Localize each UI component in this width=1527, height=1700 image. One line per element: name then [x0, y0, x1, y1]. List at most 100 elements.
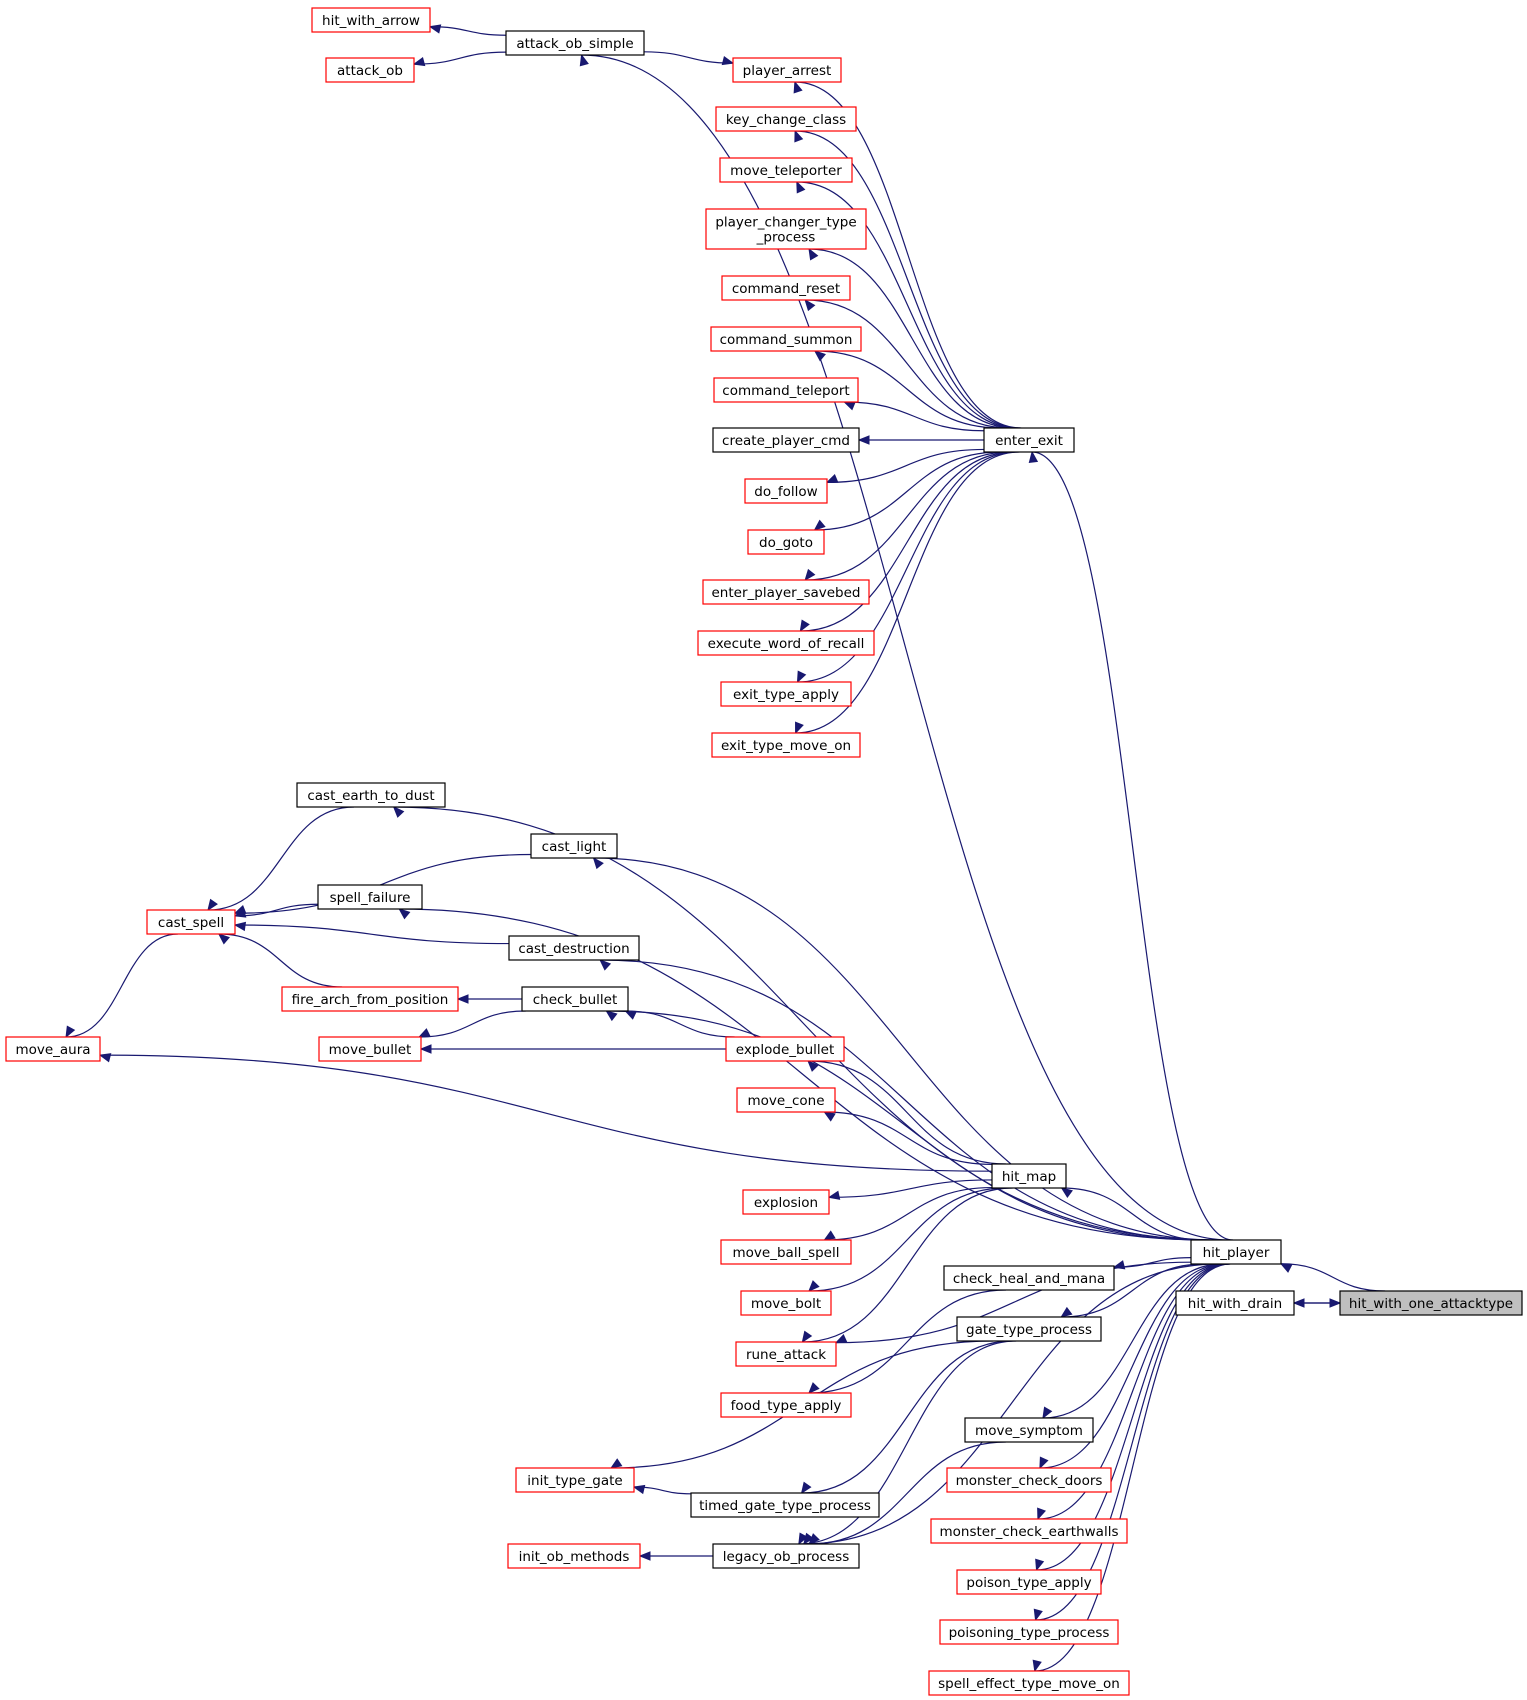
node-hit_with_one_attacktype[interactable]: hit_with_one_attacktype: [1339, 1290, 1523, 1316]
node-gate_type_process[interactable]: gate_type_process: [956, 1316, 1102, 1342]
node-player_changer_type_process[interactable]: player_changer_type_process: [705, 208, 867, 250]
node-cast_light[interactable]: cast_light: [530, 833, 618, 859]
node-move_teleporter[interactable]: move_teleporter: [719, 157, 853, 183]
node-box: [281, 986, 459, 1012]
node-label: exit_type_apply: [733, 687, 839, 703]
node-hit_with_drain[interactable]: hit_with_drain: [1175, 1290, 1295, 1316]
edge-command_summon-to-enter_exit: [813, 350, 1001, 429]
arrowhead: [793, 80, 803, 94]
edge-key_change_class-to-enter_exit: [794, 129, 1020, 429]
node-cast_destruction[interactable]: cast_destruction: [508, 935, 640, 961]
node-cast_spell[interactable]: cast_spell: [146, 909, 236, 935]
node-label-line: hit_player: [1203, 1245, 1270, 1261]
node-box: [983, 427, 1075, 453]
node-hit_with_arrow[interactable]: hit_with_arrow: [311, 7, 431, 33]
arrowhead: [1060, 1187, 1073, 1199]
node-fire_arch_from_position[interactable]: fire_arch_from_position: [281, 986, 459, 1012]
edge-rune_attack-to-hit_map: [801, 1187, 1013, 1344]
node-enter_player_savebed[interactable]: enter_player_savebed: [702, 579, 870, 605]
node-move_ball_spell[interactable]: move_ball_spell: [720, 1239, 852, 1265]
node-spell_failure[interactable]: spell_failure: [317, 884, 423, 910]
arrowhead: [800, 1481, 812, 1495]
edge-move_ball_spell-to-hit_map: [823, 1186, 993, 1241]
node-exit_type_move_on[interactable]: exit_type_move_on: [711, 732, 861, 758]
edge-line: [1036, 1263, 1229, 1571]
node-label-line: exit_type_move_on: [721, 738, 851, 754]
node-exit_type_apply[interactable]: exit_type_apply: [720, 681, 852, 707]
node-box: [530, 833, 618, 859]
node-command_reset[interactable]: command_reset: [721, 275, 851, 301]
node-label: move_symptom: [975, 1423, 1083, 1439]
node-player_arrest[interactable]: player_arrest: [732, 57, 842, 83]
node-label: execute_word_of_recall: [708, 636, 865, 652]
edge-line: [66, 933, 178, 1038]
node-attack_ob[interactable]: attack_ob: [325, 57, 415, 83]
node-box: [697, 630, 875, 656]
node-label-line: move_cone: [748, 1093, 825, 1109]
edge-exit_type_apply-to-enter_exit: [796, 451, 1018, 684]
arrowhead: [65, 1025, 76, 1039]
node-key_change_class[interactable]: key_change_class: [715, 106, 857, 132]
edge-line: [1039, 1263, 1226, 1469]
node-label: enter_player_savebed: [712, 585, 861, 601]
node-box: [956, 1569, 1102, 1595]
edge-cast_spell-to-fire_arch_from_position: [217, 933, 343, 988]
node-label: legacy_ob_process: [723, 1549, 850, 1565]
node-move_bullet[interactable]: move_bullet: [318, 1036, 422, 1062]
node-create_player_cmd[interactable]: create_player_cmd: [712, 427, 860, 453]
node-explode_bullet[interactable]: explode_bullet: [725, 1036, 845, 1062]
node-init_type_gate[interactable]: init_type_gate: [515, 1467, 635, 1493]
node-poisoning_type_process[interactable]: poisoning_type_process: [939, 1619, 1119, 1645]
arrowhead: [823, 1111, 836, 1122]
node-attack_ob_simple[interactable]: attack_ob_simple: [505, 30, 645, 56]
edge-line: [234, 903, 319, 917]
node-hit_player[interactable]: hit_player: [1190, 1239, 1282, 1265]
node-label: check_heal_and_mana: [953, 1271, 1105, 1287]
node-move_aura[interactable]: move_aura: [5, 1036, 101, 1062]
edge-player_arrest-to-attack_ob_simple: [643, 51, 735, 66]
node-monster_check_earthwalls[interactable]: monster_check_earthwalls: [930, 1518, 1128, 1544]
node-execute_word_of_recall[interactable]: execute_word_of_recall: [697, 630, 875, 656]
node-label-line: check_bullet: [533, 992, 618, 1008]
node-rune_attack[interactable]: rune_attack: [735, 1341, 837, 1367]
node-init_ob_methods[interactable]: init_ob_methods: [507, 1543, 641, 1569]
node-cast_earth_to_dust[interactable]: cast_earth_to_dust: [296, 782, 446, 808]
arrowhead: [825, 473, 839, 483]
node-do_goto[interactable]: do_goto: [747, 529, 825, 555]
node-label: command_teleport: [722, 383, 849, 399]
node-label-line: monster_check_earthwalls: [939, 1524, 1118, 1540]
node-move_bolt[interactable]: move_bolt: [740, 1290, 832, 1316]
node-label: attack_ob: [337, 63, 403, 79]
arrowhead: [412, 56, 426, 67]
node-box: [939, 1619, 1119, 1645]
node-legacy_ob_process[interactable]: legacy_ob_process: [712, 1543, 860, 1569]
edge-line: [824, 1186, 993, 1241]
arrowhead: [808, 1382, 820, 1394]
edge-cast_destruction-to-hit_player: [599, 959, 1210, 1241]
edge-poisoning_type_process-to-hit_player: [1033, 1263, 1230, 1622]
node-move_symptom[interactable]: move_symptom: [964, 1417, 1094, 1443]
node-check_heal_and_mana[interactable]: check_heal_and_mana: [943, 1265, 1115, 1291]
node-monster_check_doors[interactable]: monster_check_doors: [946, 1467, 1112, 1493]
node-label: do_follow: [754, 484, 817, 500]
node-hit_map[interactable]: hit_map: [991, 1163, 1067, 1189]
node-spell_effect_type_move_on[interactable]: spell_effect_type_move_on: [928, 1670, 1130, 1696]
node-box: [702, 579, 870, 605]
node-box: [711, 732, 861, 758]
node-label-line: attack_ob: [337, 63, 403, 79]
arrowhead: [638, 1551, 651, 1561]
node-explosion[interactable]: explosion: [742, 1189, 830, 1215]
node-command_summon[interactable]: command_summon: [710, 326, 862, 352]
node-label: init_type_gate: [527, 1473, 622, 1489]
node-food_type_apply[interactable]: food_type_apply: [720, 1392, 852, 1418]
node-check_bullet[interactable]: check_bullet: [521, 986, 629, 1012]
arrowhead: [1279, 1263, 1293, 1273]
node-poison_type_apply[interactable]: poison_type_apply: [956, 1569, 1102, 1595]
node-command_teleport[interactable]: command_teleport: [713, 377, 859, 403]
node-label: exit_type_move_on: [721, 738, 851, 754]
node-timed_gate_type_process[interactable]: timed_gate_type_process: [690, 1492, 880, 1518]
node-do_follow[interactable]: do_follow: [744, 478, 828, 504]
node-label: move_bullet: [329, 1042, 412, 1058]
node-enter_exit[interactable]: enter_exit: [983, 427, 1075, 453]
node-move_cone[interactable]: move_cone: [736, 1087, 836, 1113]
